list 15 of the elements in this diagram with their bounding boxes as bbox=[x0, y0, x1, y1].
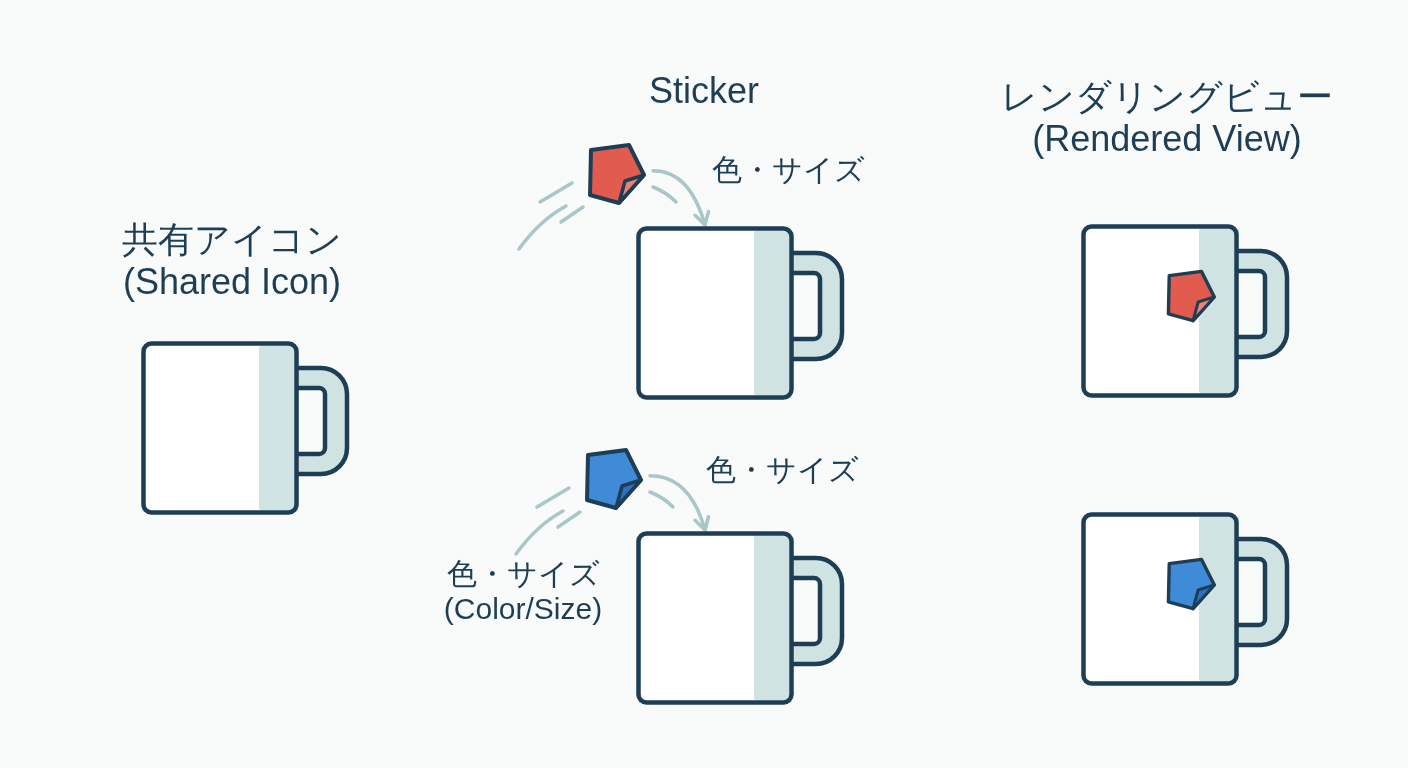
sticker-icon bbox=[583, 446, 645, 512]
curved-arrow bbox=[651, 168, 710, 227]
mug-illustration bbox=[141, 341, 350, 515]
edge-label: 色・サイズ bbox=[712, 152, 865, 188]
curved-arrow bbox=[648, 473, 710, 532]
column-heading: 共有アイコン (Shared Icon) bbox=[121, 219, 343, 304]
mug-illustration bbox=[636, 531, 845, 705]
column-heading: レンダリングビュー (Rendered View) bbox=[1000, 76, 1334, 161]
mug-illustration bbox=[636, 226, 845, 400]
annotation-text: 色・サイズ (Color/Size) bbox=[442, 556, 604, 627]
sticker-icon bbox=[586, 141, 648, 207]
column-heading: Sticker bbox=[648, 70, 760, 113]
edge-label: 色・サイズ bbox=[706, 452, 859, 488]
mug-with-sticker-illustration bbox=[1081, 224, 1290, 398]
mug-with-sticker-illustration bbox=[1081, 512, 1290, 686]
